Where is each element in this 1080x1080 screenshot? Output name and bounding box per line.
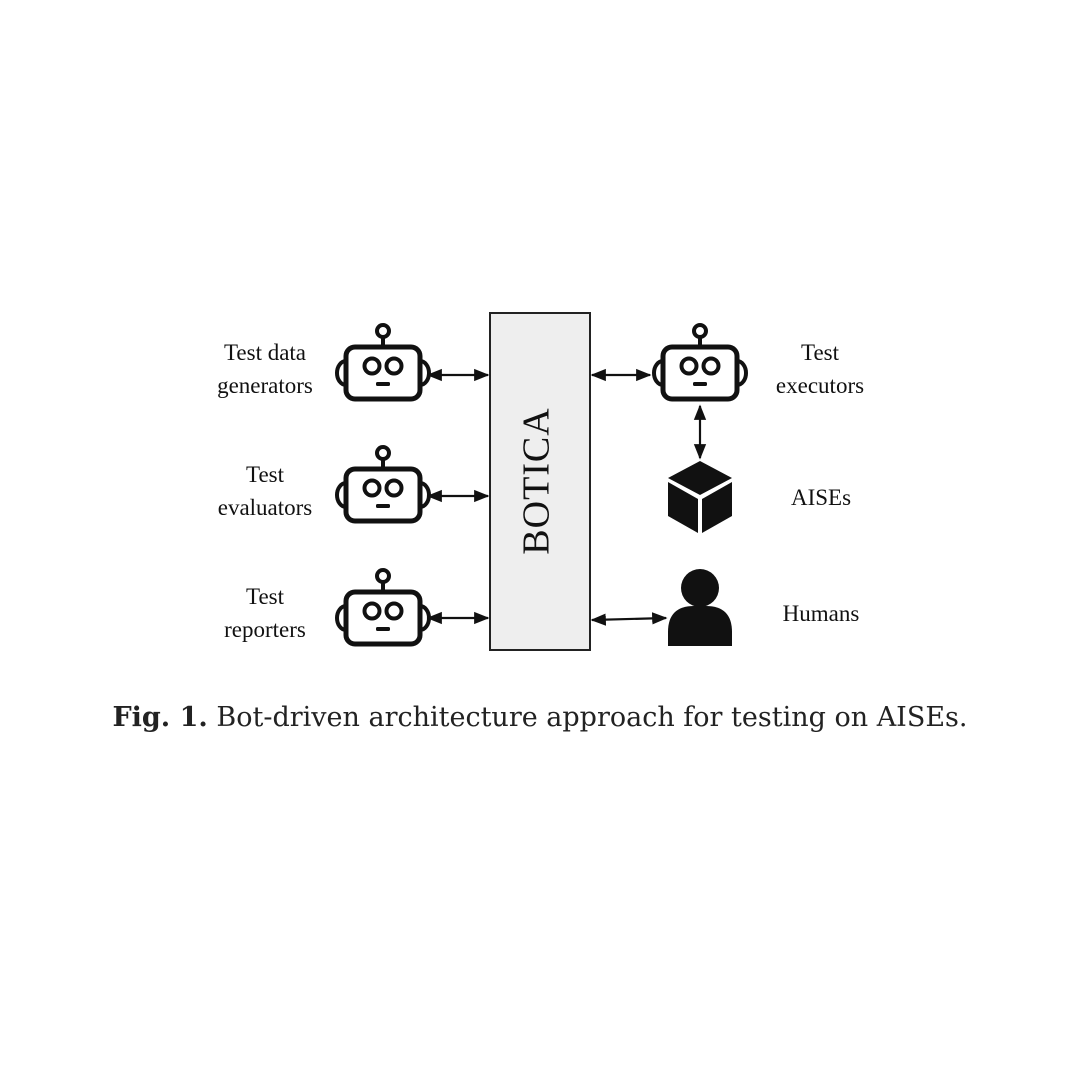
label-test-data-generators-1: Test data	[224, 340, 306, 365]
caption-text: Bot-driven architecture approach for tes…	[216, 702, 968, 733]
label-test-evaluators-1: Test	[246, 462, 285, 487]
botica-box	[489, 312, 591, 651]
botica-label: BOTICA	[516, 407, 558, 554]
robot-icon	[337, 447, 429, 521]
robot-icon	[337, 325, 429, 399]
arrow-botica-humans	[590, 612, 668, 626]
label-test-executors-2: executors	[776, 373, 864, 398]
robot-icon	[337, 570, 429, 644]
cube-icon	[668, 461, 732, 533]
figure-caption: Fig. 1. Bot-driven architecture approach…	[0, 702, 1080, 733]
label-test-data-generators-2: generators	[217, 373, 313, 398]
label-humans: Humans	[783, 601, 860, 626]
label-test-reporters-1: Test	[246, 584, 285, 609]
label-test-evaluators-2: evaluators	[218, 495, 313, 520]
label-test-reporters-2: reporters	[224, 617, 306, 642]
person-icon	[668, 569, 732, 646]
caption-lead: Fig. 1.	[112, 702, 208, 733]
label-test-executors-1: Test	[801, 340, 840, 365]
robot-icon	[654, 325, 746, 399]
label-aises: AISEs	[791, 485, 851, 510]
